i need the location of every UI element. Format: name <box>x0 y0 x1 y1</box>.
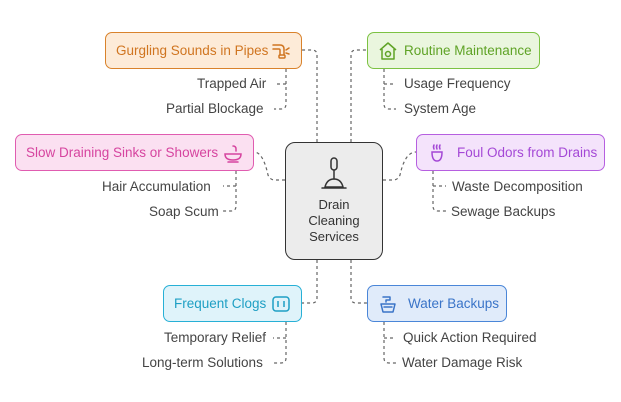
sub-water-damage-risk: Water Damage Risk <box>402 355 523 370</box>
node-routine-maintenance[interactable]: Routine Maintenance <box>367 32 540 69</box>
sub-temporary-relief: Temporary Relief <box>164 330 267 345</box>
node-backups-label: Water Backups <box>408 296 500 311</box>
link-routine <box>350 49 367 142</box>
sink-icon <box>223 143 243 163</box>
sub-system-age: System Age <box>404 101 477 116</box>
sub-usage-frequency: Usage Frequency <box>404 76 511 91</box>
node-clogs-label: Frequent Clogs <box>174 296 267 311</box>
node-water-backups[interactable]: Water Backups <box>367 285 507 322</box>
sub-soap-scum: Soap Scum <box>149 204 219 219</box>
pipe-icon <box>271 41 291 61</box>
sub-hair-accumulation: Hair Accumulation <box>102 179 211 194</box>
center-line-3: Services <box>309 229 359 244</box>
node-frequent-clogs[interactable]: Frequent Clogs <box>163 285 302 322</box>
node-odors-label: Foul Odors from Drains <box>457 145 598 160</box>
node-gurgling-label: Gurgling Sounds in Pipes <box>116 43 269 58</box>
node-gurgling-sounds[interactable]: Gurgling Sounds in Pipes <box>105 32 302 69</box>
center-node: Drain Cleaning Services <box>285 142 383 260</box>
node-foul-odors[interactable]: Foul Odors from Drains <box>416 134 605 171</box>
faucet-icon <box>378 294 398 314</box>
center-line-2: Cleaning <box>308 213 360 228</box>
link-clogs <box>302 260 318 304</box>
node-routine-label: Routine Maintenance <box>404 43 532 58</box>
plunger-icon <box>321 157 347 189</box>
link-odors <box>383 151 417 181</box>
clog-icon <box>271 294 291 314</box>
node-slow-label: Slow Draining Sinks or Showers <box>26 145 219 160</box>
center-line-1: Drain <box>318 197 350 212</box>
sub-trapped-air: Trapped Air <box>197 76 267 91</box>
link-slow <box>253 151 285 181</box>
sub-waste-decomposition: Waste Decomposition <box>452 179 583 194</box>
sub-partial-blockage: Partial Blockage <box>166 101 264 116</box>
odor-icon <box>427 143 447 163</box>
sub-sewage-backups: Sewage Backups <box>451 204 556 219</box>
link-gurgling <box>302 49 318 142</box>
link-backups <box>350 260 367 304</box>
sub-quick-action-required: Quick Action Required <box>403 330 537 345</box>
house-gear-icon <box>378 41 398 61</box>
sub-long-term-solutions: Long-term Solutions <box>142 355 263 370</box>
node-slow-draining[interactable]: Slow Draining Sinks or Showers <box>15 134 254 171</box>
